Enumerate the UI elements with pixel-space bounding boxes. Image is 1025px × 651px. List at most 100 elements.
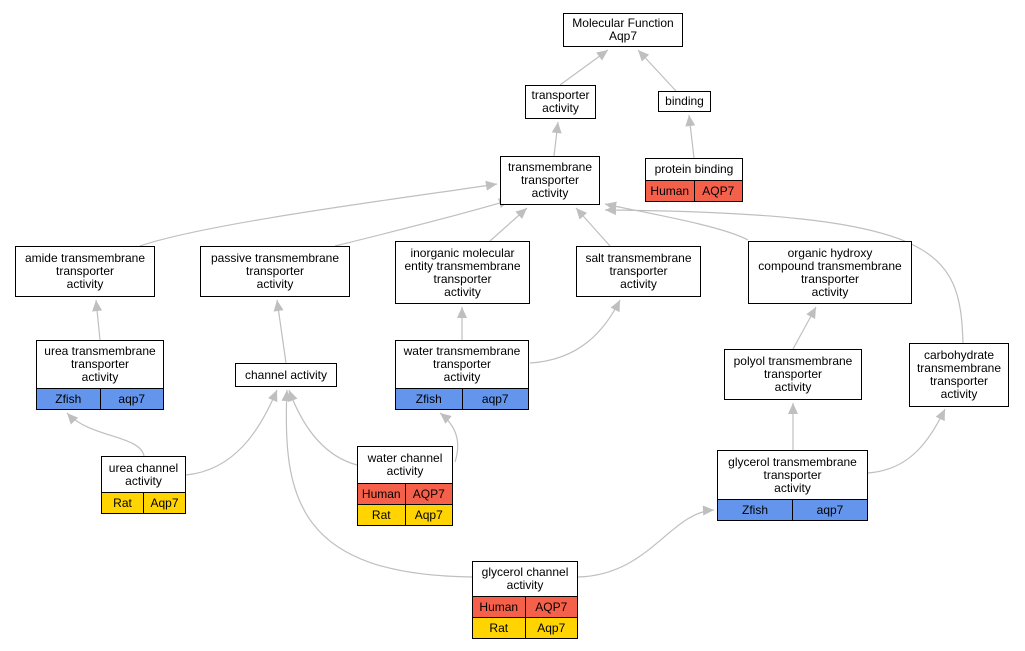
edge-salt-to-tm_transporter xyxy=(575,207,611,247)
edge-water_channel-to-channel xyxy=(288,389,358,466)
edge-water_channel-to-water_tm xyxy=(439,412,459,463)
species-cell: Rat xyxy=(113,495,132,510)
arrowhead xyxy=(576,208,588,220)
species-cell: Human xyxy=(479,599,519,614)
node-label: polyol transmembrane transporter activit… xyxy=(733,354,853,394)
node-label: urea transmembrane transporter activity xyxy=(44,344,156,384)
gene-cell: aqp7 xyxy=(792,500,867,520)
edge-amide-to-tm_transporter xyxy=(139,180,498,247)
node-binding[interactable]: binding xyxy=(658,91,711,112)
species-cell: Human xyxy=(650,183,690,198)
edge-glycerol_channel-to-channel xyxy=(281,389,473,578)
gene-cell: Aqp7 xyxy=(524,618,578,638)
gene-cell: aqp7 xyxy=(461,389,529,409)
arrowhead xyxy=(273,300,284,312)
arrowhead xyxy=(596,50,608,61)
node-carbohydrate[interactable]: carbohydrate transmembrane transporter a… xyxy=(909,343,1009,407)
node-mf[interactable]: Molecular Function Aqp7 xyxy=(563,13,683,47)
node-label: glycerol channel activity xyxy=(481,565,569,592)
species-cell: Rat xyxy=(371,507,391,522)
gene-cell: aqp7 xyxy=(99,389,164,409)
edge-passive-to-tm_transporter xyxy=(334,198,511,247)
species-cell: Rat xyxy=(489,620,509,635)
arrowhead xyxy=(457,307,467,318)
arrowhead xyxy=(551,122,562,134)
edge-urea_channel-to-channel xyxy=(185,389,278,476)
node-label: binding xyxy=(665,94,704,108)
gene-cell: AQP7 xyxy=(404,484,453,504)
edge-binding-to-mf xyxy=(637,49,677,92)
species-gene-row: Rat Aqp7 xyxy=(473,617,577,638)
node-polyol[interactable]: polyol transmembrane transporter activit… xyxy=(724,349,862,400)
node-label: Molecular Function Aqp7 xyxy=(572,16,674,43)
edge-organic_hydroxy-to-tm_transporter xyxy=(604,201,749,241)
edge-protein_binding-to-binding xyxy=(685,114,696,159)
node-label: water channel activity xyxy=(367,451,443,478)
edge-glycerol_tm-to-polyol xyxy=(788,403,798,450)
edge-glycerol_channel-to-glycerol_tm xyxy=(577,505,715,578)
species-gene-row: Zfish aqp7 xyxy=(37,388,163,409)
species-gene-row: Human AQP7 xyxy=(473,596,577,617)
node-passive[interactable]: passive transmembrane transporter activi… xyxy=(200,246,350,297)
arrowhead xyxy=(268,390,278,403)
species-gene-row: Rat Aqp7 xyxy=(102,492,185,513)
node-glycerol-tm[interactable]: glycerol transmembrane transporter activ… xyxy=(717,450,868,521)
node-label: water transmembrane transporter activity xyxy=(403,344,521,384)
edge-transporter-to-mf xyxy=(559,49,609,86)
node-tm-transporter[interactable]: transmembrane transporter activity xyxy=(500,156,600,205)
node-label: salt transmembrane transporter activity xyxy=(585,251,692,291)
species-cell: Human xyxy=(361,486,401,501)
species-cell: Zfish xyxy=(741,502,768,517)
node-label: protein binding xyxy=(654,162,734,176)
edge-water_tm-to-inorganic xyxy=(457,307,467,340)
arrowhead xyxy=(806,307,816,320)
edge-polyol-to-organic_hydroxy xyxy=(792,306,817,350)
node-label: carbohydrate transmembrane transporter a… xyxy=(916,348,1002,401)
node-label: urea channel activity xyxy=(108,460,179,488)
arrowhead xyxy=(67,413,79,425)
gene-cell: Aqp7 xyxy=(143,493,185,513)
arrowhead xyxy=(92,300,103,312)
node-channel[interactable]: channel activity xyxy=(235,363,337,387)
arrowhead xyxy=(605,205,617,216)
node-organic-hydroxy[interactable]: organic hydroxy compound transmembrane t… xyxy=(748,241,912,304)
gene-cell: AQP7 xyxy=(524,597,578,617)
arrowhead xyxy=(281,390,292,402)
species-cell: Zfish xyxy=(55,391,82,406)
species-cell: Zfish xyxy=(415,391,442,406)
node-water-tm[interactable]: water transmembrane transporter activity… xyxy=(395,340,529,410)
node-label: transmembrane transporter activity xyxy=(507,160,593,200)
node-salt[interactable]: salt transmembrane transporter activity xyxy=(576,246,701,297)
edge-urea_tm-to-amide xyxy=(92,299,103,341)
arrowhead xyxy=(638,50,650,62)
edge-urea_channel-to-urea_tm xyxy=(66,412,145,457)
node-label: organic hydroxy compound transmembrane t… xyxy=(758,245,902,299)
arrowhead xyxy=(440,413,452,424)
arrowhead xyxy=(788,403,798,414)
node-inorganic[interactable]: inorganic molecular entity transmembrane… xyxy=(395,241,530,304)
arrowhead xyxy=(702,505,714,516)
node-label: passive transmembrane transporter activi… xyxy=(210,251,340,291)
node-label: amide transmembrane transporter activity xyxy=(24,251,146,291)
arrowhead xyxy=(935,409,945,422)
edge-glycerol_tm-to-carbohydrate xyxy=(867,408,946,474)
node-label: inorganic molecular entity transmembrane… xyxy=(404,245,521,299)
edge-water_tm-to-salt xyxy=(529,299,621,364)
node-amide[interactable]: amide transmembrane transporter activity xyxy=(15,246,155,297)
species-gene-row: Rat Aqp7 xyxy=(358,504,452,525)
node-label: channel activity xyxy=(244,367,328,382)
gene-cell: Aqp7 xyxy=(404,505,453,525)
node-label: glycerol transmembrane transporter activ… xyxy=(728,454,857,495)
arrowhead xyxy=(610,300,620,313)
node-transporter[interactable]: transporter activity xyxy=(525,85,596,119)
species-gene-row: Zfish aqp7 xyxy=(396,388,528,409)
